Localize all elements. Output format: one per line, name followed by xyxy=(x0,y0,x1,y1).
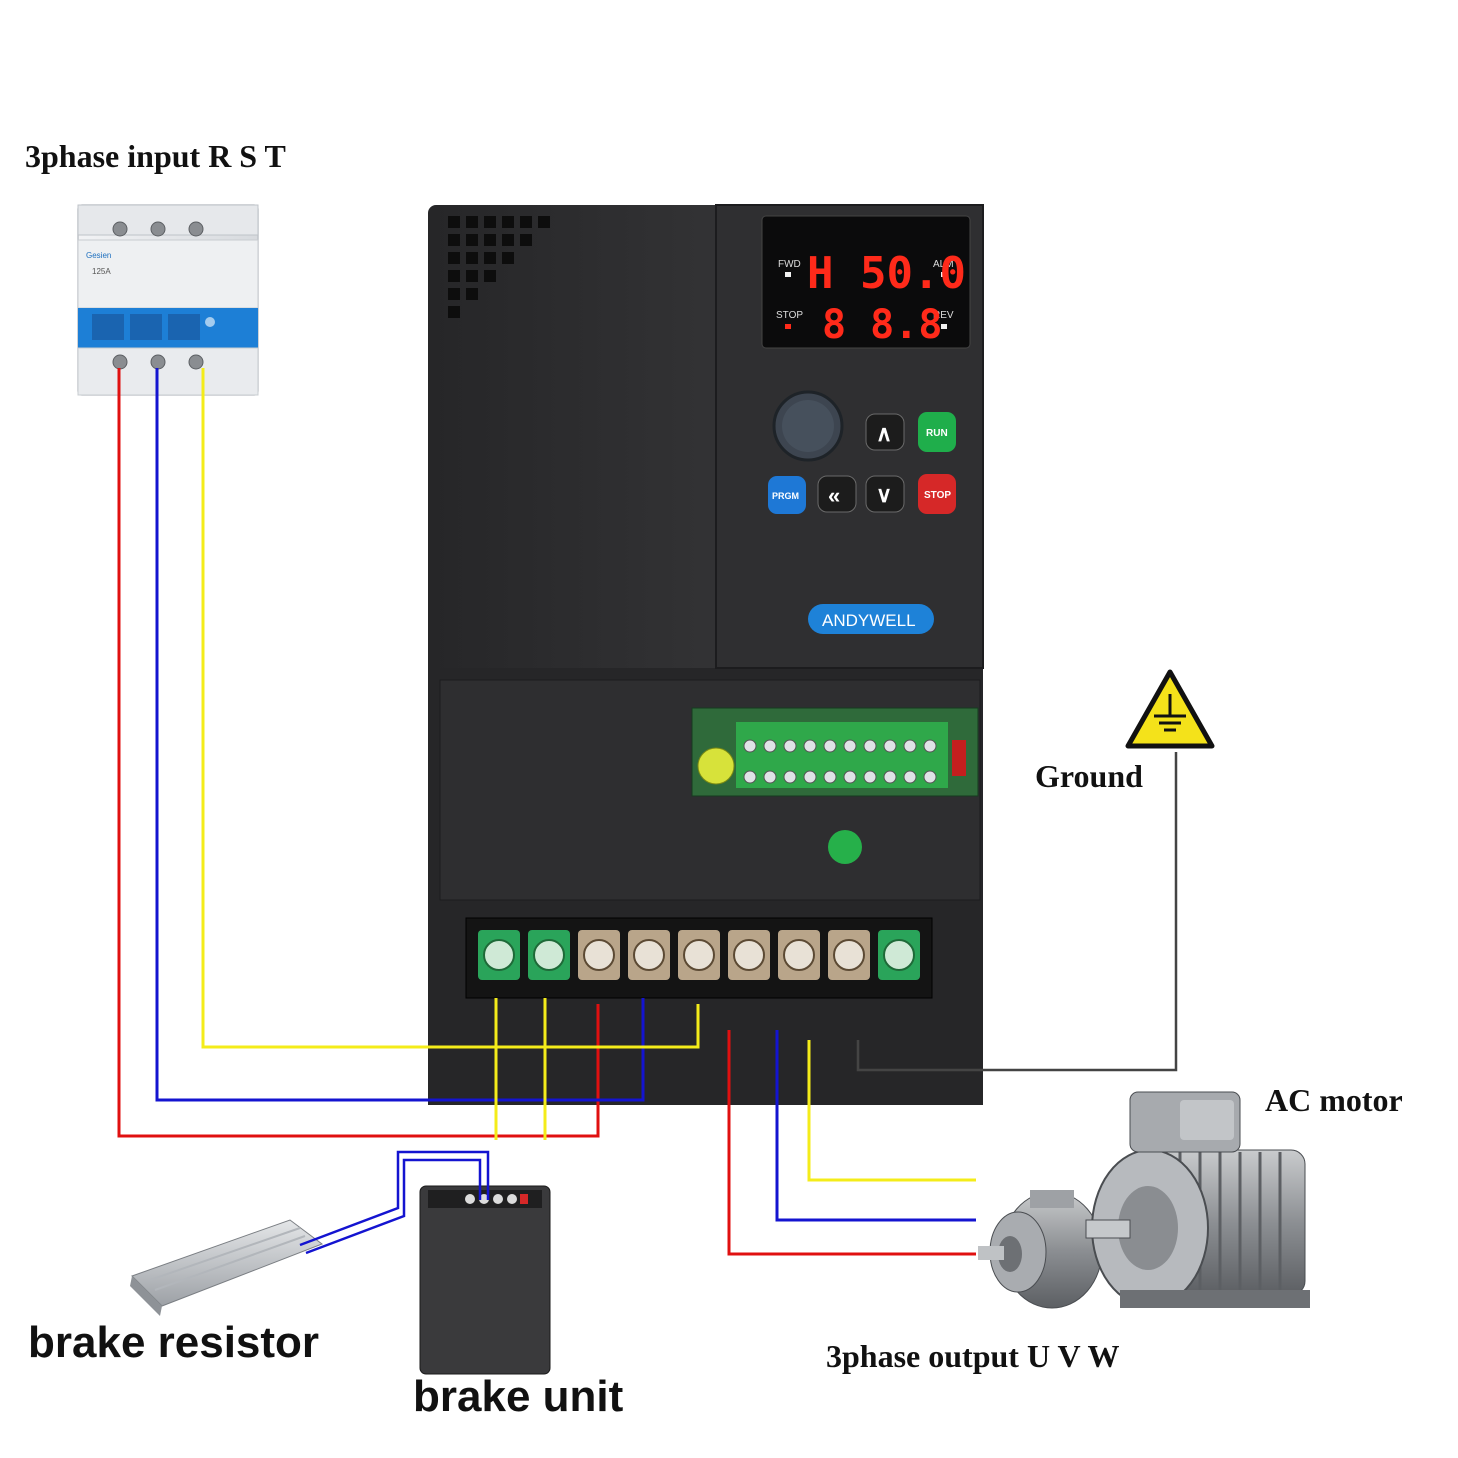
vfd-inverter: FWD ALM STOP REV H 50.0 8 8.8 ∧ RUN PRGM… xyxy=(428,204,984,1105)
wire-u-output xyxy=(727,1030,976,1256)
breaker-rating: 125A xyxy=(92,267,111,276)
indicator-fwd: FWD xyxy=(778,259,801,270)
breaker-screw-top-s xyxy=(150,221,166,237)
indicator-stop: STOP xyxy=(776,310,803,321)
indicator-rev: REV xyxy=(933,310,954,321)
brand-badge xyxy=(808,604,934,634)
led-display xyxy=(761,215,971,349)
svg-text:«: « xyxy=(828,483,840,508)
breaker-screw-bottom-r xyxy=(112,354,128,370)
shift-key[interactable]: « xyxy=(817,475,857,513)
svg-text:STOP: STOP xyxy=(924,490,951,501)
control-terminal-board xyxy=(691,707,979,797)
svg-text:∧: ∧ xyxy=(876,421,892,446)
brake-unit xyxy=(419,1185,551,1375)
wire-t-input xyxy=(201,368,700,1049)
ac-motor xyxy=(978,1091,1310,1309)
breaker-screw-bottom-t xyxy=(188,354,204,370)
svg-text:∨: ∨ xyxy=(876,482,892,507)
circuit-breaker: Gesien 125A xyxy=(77,204,259,396)
label-brake-resistor: brake resistor xyxy=(28,1318,320,1367)
terminal-screws xyxy=(478,930,920,980)
down-key[interactable]: ∨ xyxy=(865,475,905,513)
wire-s-input xyxy=(155,368,645,1102)
stop-key[interactable]: STOP xyxy=(918,474,956,514)
wire-ground xyxy=(856,752,1178,1072)
brand-logo-text: ANDYWELL xyxy=(822,611,916,630)
label-ac-motor: AC motor xyxy=(1265,1082,1403,1118)
svg-text:RUN: RUN xyxy=(926,428,948,439)
wire-w-output xyxy=(807,1040,976,1182)
display-secondary: 8 8.8 xyxy=(822,302,942,348)
wire-resistor-b xyxy=(305,1158,482,1255)
label-brake-unit: brake unit xyxy=(413,1372,624,1421)
label-ground: Ground xyxy=(1035,758,1143,794)
wire-v-output xyxy=(775,1030,976,1222)
wire-r-input xyxy=(117,368,600,1138)
inspection-sticker xyxy=(828,830,862,864)
wire-resistor-a xyxy=(299,1150,490,1247)
vent-grid xyxy=(448,216,550,318)
ground-warning-icon xyxy=(1125,669,1215,749)
breaker-brand: Gesien xyxy=(86,251,111,260)
label-3phase-input: 3phase input R S T xyxy=(25,138,286,174)
breaker-screw-top-t xyxy=(188,221,204,237)
label-3phase-output: 3phase output U V W xyxy=(826,1338,1120,1374)
run-key[interactable]: RUN xyxy=(918,412,956,452)
display-frequency: H 50.0 xyxy=(807,248,966,299)
brake-resistor xyxy=(130,1219,324,1316)
breaker-screw-bottom-s xyxy=(150,354,166,370)
indicator-alm: ALM xyxy=(933,259,954,270)
up-key[interactable]: ∧ xyxy=(865,413,905,451)
svg-text:PRGM: PRGM xyxy=(772,491,799,501)
breaker-screw-top-r xyxy=(112,221,128,237)
prgm-key[interactable]: PRGM xyxy=(768,476,806,514)
